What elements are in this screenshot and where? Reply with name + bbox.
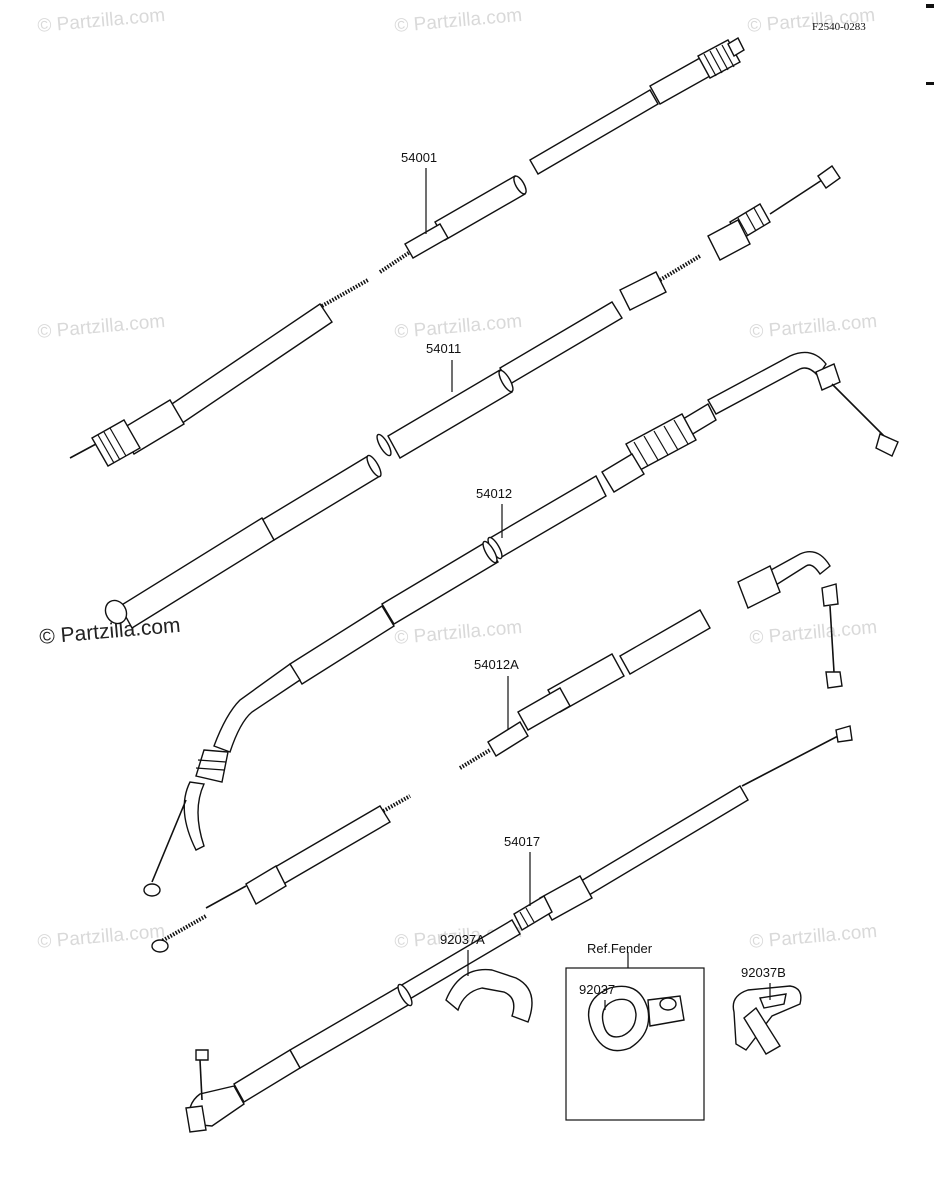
cable-54001 — [69, 37, 745, 467]
watermark: © Partzilla.com — [749, 311, 878, 343]
watermark: © Partzilla.com — [394, 5, 523, 37]
part-label-54001: 54001 — [401, 150, 437, 165]
corner-mark — [926, 82, 934, 85]
watermark: © Partzilla.com — [37, 921, 166, 953]
watermark: © Partzilla.com — [749, 921, 878, 953]
watermarks: © Partzilla.com © Partzilla.com © Partzi… — [37, 5, 878, 953]
clamp-92037A — [445, 968, 533, 1023]
watermark: © Partzilla.com — [749, 617, 878, 649]
cable-54012 — [143, 351, 899, 897]
ref-fender-label: Ref.Fender — [587, 941, 653, 956]
part-label-92037B: 92037B — [741, 965, 786, 980]
ref-fender-box — [565, 967, 705, 1121]
part-label-54011: 54011 — [426, 341, 461, 356]
cable-54017 — [185, 725, 853, 1133]
clamp-92037B — [732, 985, 802, 1055]
cable-54012A — [151, 551, 843, 953]
watermark: © Partzilla.com — [37, 311, 166, 343]
watermark: © Partzilla.com — [394, 617, 523, 649]
part-label-92037: 92037 — [579, 982, 615, 997]
watermark: © Partzilla.com — [37, 5, 166, 37]
diagram-code: F2540-0283 — [812, 21, 866, 33]
corner-mark — [926, 4, 934, 8]
part-label-54012A: 54012A — [474, 657, 519, 672]
cable-54011 — [104, 165, 841, 629]
part-label-54012: 54012 — [476, 486, 512, 501]
part-label-54017: 54017 — [504, 834, 540, 849]
clamp-92037 — [587, 985, 685, 1052]
part-label-92037A: 92037A — [440, 932, 485, 947]
watermark: © Partzilla.com — [394, 311, 523, 343]
